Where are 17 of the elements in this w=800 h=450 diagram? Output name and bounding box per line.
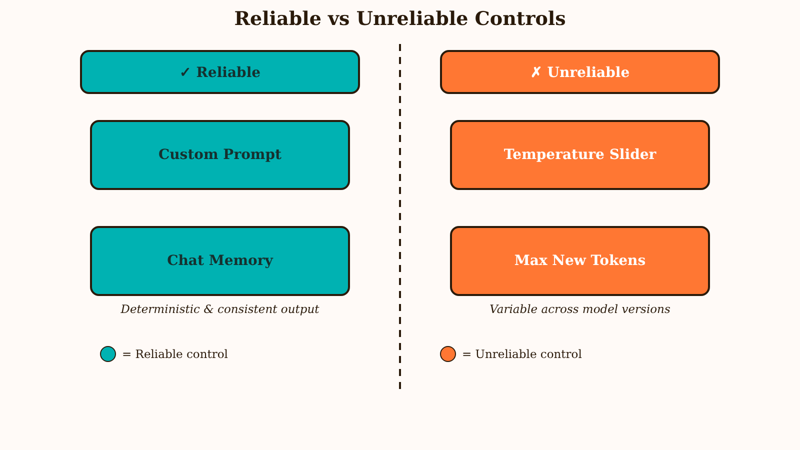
box-label: Max New Tokens bbox=[514, 253, 646, 269]
caption-note: Deterministic & consistent output bbox=[120, 302, 320, 316]
title: Reliable vs Unreliable Controls bbox=[233, 8, 567, 30]
box-label: ✗ Unreliable bbox=[530, 64, 630, 80]
header-box bbox=[440, 50, 720, 94]
control-box bbox=[90, 120, 350, 190]
header-box bbox=[80, 50, 360, 94]
box-label: ✓ Reliable bbox=[179, 64, 261, 80]
caption-note: Variable across model versions bbox=[488, 302, 672, 316]
control-box bbox=[450, 120, 710, 190]
box-label: Temperature Slider bbox=[504, 147, 656, 163]
box-label: Custom Prompt bbox=[158, 147, 282, 163]
legend-label: = Unreliable control bbox=[462, 347, 582, 361]
control-box bbox=[450, 226, 710, 296]
box-label: Chat Memory bbox=[167, 253, 273, 269]
legend-label: = Reliable control bbox=[122, 347, 228, 361]
control-box bbox=[90, 226, 350, 296]
